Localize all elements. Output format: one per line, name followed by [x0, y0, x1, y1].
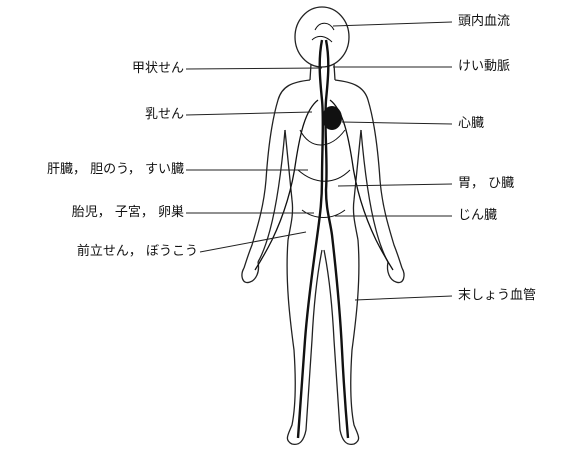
label-brain-blood-flow: 頭内血流	[458, 14, 510, 30]
heart-shape	[322, 106, 342, 130]
label-peripheral-vessels: 末しょう血管	[458, 288, 536, 304]
body-outline	[242, 7, 404, 444]
vessels	[255, 23, 393, 438]
label-fetus-uterus-ovary: 胎児， 子宮， 卵巣	[20, 205, 184, 221]
label-kidney: じん臓	[458, 208, 497, 224]
label-stomach-spleen: 胃， ひ臓	[458, 176, 514, 192]
label-heart: 心臓	[458, 116, 484, 132]
label-liver-gallbladder-pancreas: 肝臓， 胆のう， すい臓	[4, 162, 184, 178]
label-prostate-bladder: 前立せん， ぼうこう	[24, 244, 198, 260]
label-breast: 乳せん	[100, 107, 184, 123]
label-carotid-artery: けい動脈	[458, 59, 510, 75]
label-thyroid: 甲状せん	[100, 61, 184, 77]
